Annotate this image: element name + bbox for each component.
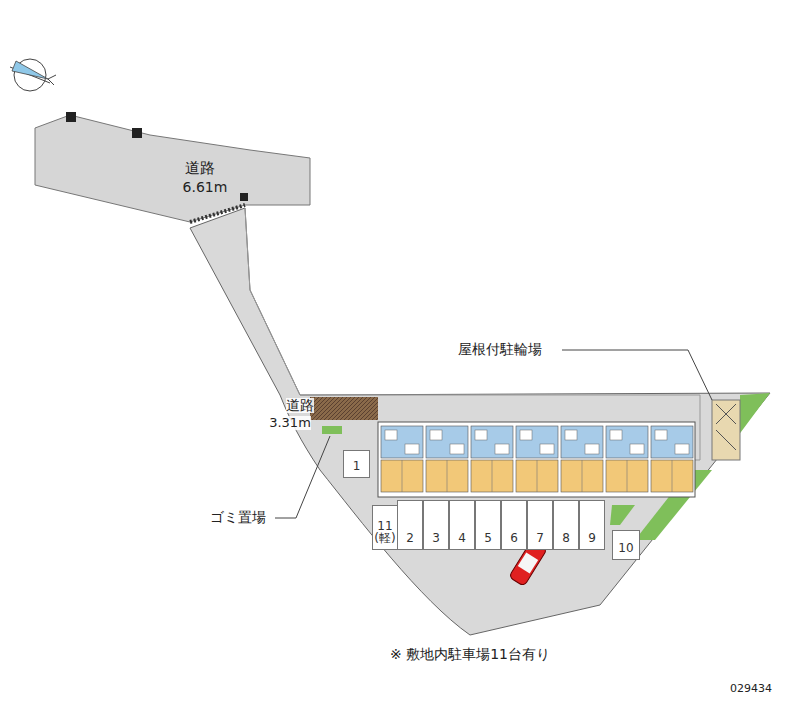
garbage-area (322, 426, 342, 434)
space-number: 4 (458, 532, 466, 545)
road-width: 3.31m (269, 416, 311, 430)
hatched-strip (310, 397, 378, 420)
space-number: 8 (562, 532, 570, 545)
parking-space: 11(軽) (372, 505, 398, 550)
leader-line (562, 350, 712, 400)
parking-space: 4 (449, 500, 475, 550)
compass (10, 59, 56, 91)
facility-label: 屋根付駐輪場 (458, 342, 542, 357)
parking-space: 3 (423, 500, 449, 550)
note: ※ 敷地内駐車場11台有り (390, 647, 550, 662)
parking-space: 1 (343, 450, 370, 478)
leader-line (275, 436, 330, 518)
site-lot (190, 208, 770, 635)
id-number: 029434 (730, 683, 772, 695)
space-number: 3 (432, 532, 440, 545)
space-number: 1 (353, 460, 361, 473)
parking-space: 5 (475, 500, 501, 550)
parking-space: 6 (501, 500, 527, 550)
parking-space: 2 (397, 500, 423, 550)
apartment-building (378, 422, 695, 497)
parking-space: 10 (612, 530, 640, 560)
road (35, 115, 310, 222)
space-number: (軽) (374, 532, 395, 545)
space-number: 9 (588, 532, 596, 545)
road-width: 6.61m (183, 180, 228, 195)
space-number: 10 (618, 542, 633, 555)
bicycle-shelter (712, 400, 740, 460)
planting (610, 505, 635, 525)
space-number: 2 (406, 532, 414, 545)
space-number: 6 (510, 532, 518, 545)
facility-label: ゴミ置場 (210, 510, 266, 525)
space-number: 5 (484, 532, 492, 545)
road-label: 道路 (286, 398, 314, 413)
space-number: 11 (377, 520, 392, 533)
road-label: 道路 (185, 160, 215, 177)
space-number: 7 (536, 532, 544, 545)
parking-space: 9 (579, 500, 605, 550)
parking-space: 8 (553, 500, 579, 550)
parking-space: 7 (527, 500, 553, 550)
